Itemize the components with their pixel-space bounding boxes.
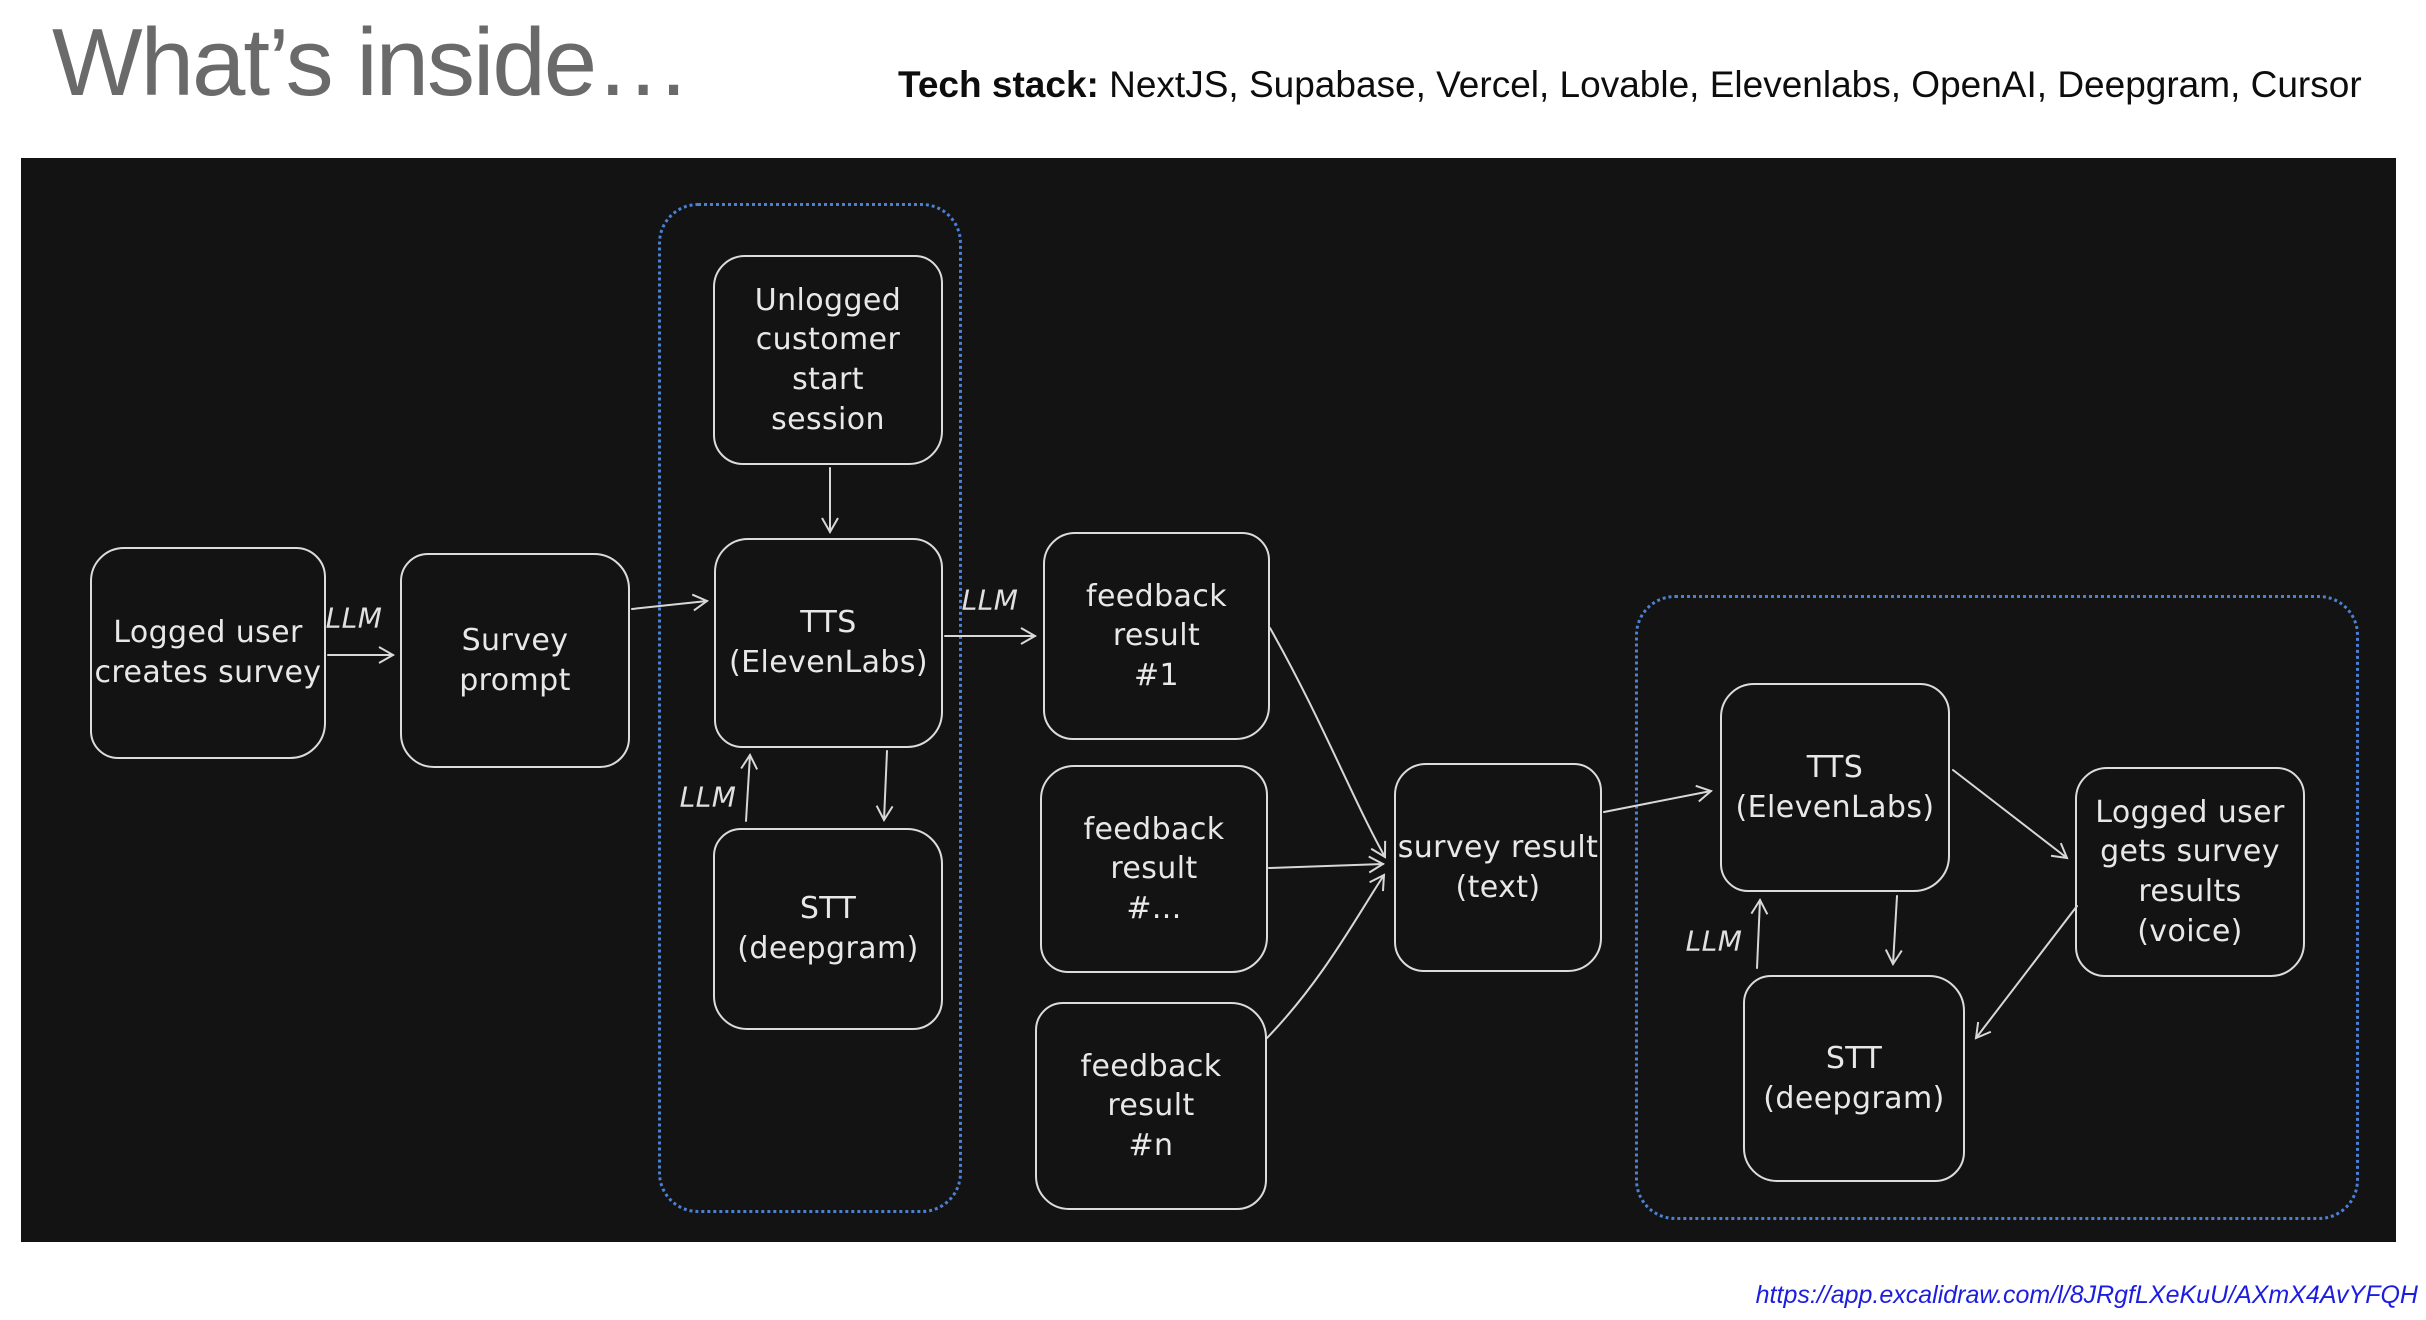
group-unlogged-session [658,203,962,1213]
llm-label-feedback: LLM [961,583,1019,617]
node-feedback-result-dots: feedback result #... [1040,765,1268,973]
node-logged-user-creates-survey: Logged user creates survey [90,547,326,759]
node-survey-result-text: survey result (text) [1394,763,1602,972]
node-unlogged-customer-start-session: Unlogged customer start session [713,255,943,465]
tech-stack-items: NextJS, Supabase, Vercel, Lovable, Eleve… [1098,64,2362,105]
node-stt-deepgram-right: STT (deepgram) [1743,975,1965,1182]
llm-label-create: LLM [325,601,383,635]
node-survey-prompt: Survey prompt [400,553,630,768]
diagram-canvas: Logged user creates survey Survey prompt… [21,158,2396,1242]
node-tts-elevenlabs-left: TTS (ElevenLabs) [714,538,943,748]
page-title: What’s inside… [52,9,691,116]
tech-stack-label: Tech stack: [898,64,1099,105]
node-feedback-result-n: feedback result #n [1035,1002,1267,1210]
node-stt-deepgram-left: STT (deepgram) [713,828,943,1030]
tech-stack-line: Tech stack: NextJS, Supabase, Vercel, Lo… [898,64,2362,106]
node-feedback-result-1: feedback result #1 [1043,532,1270,740]
node-tts-elevenlabs-right: TTS (ElevenLabs) [1720,683,1950,892]
node-logged-user-gets-results: Logged user gets survey results (voice) [2075,767,2305,977]
group-results-delivery [1635,595,2359,1220]
llm-label-stt-left: LLM [679,780,737,814]
excalidraw-link[interactable]: https://app.excalidraw.com/l/8JRgfLXeKuU… [1755,1281,2418,1309]
llm-label-stt-right: LLM [1685,924,1743,958]
